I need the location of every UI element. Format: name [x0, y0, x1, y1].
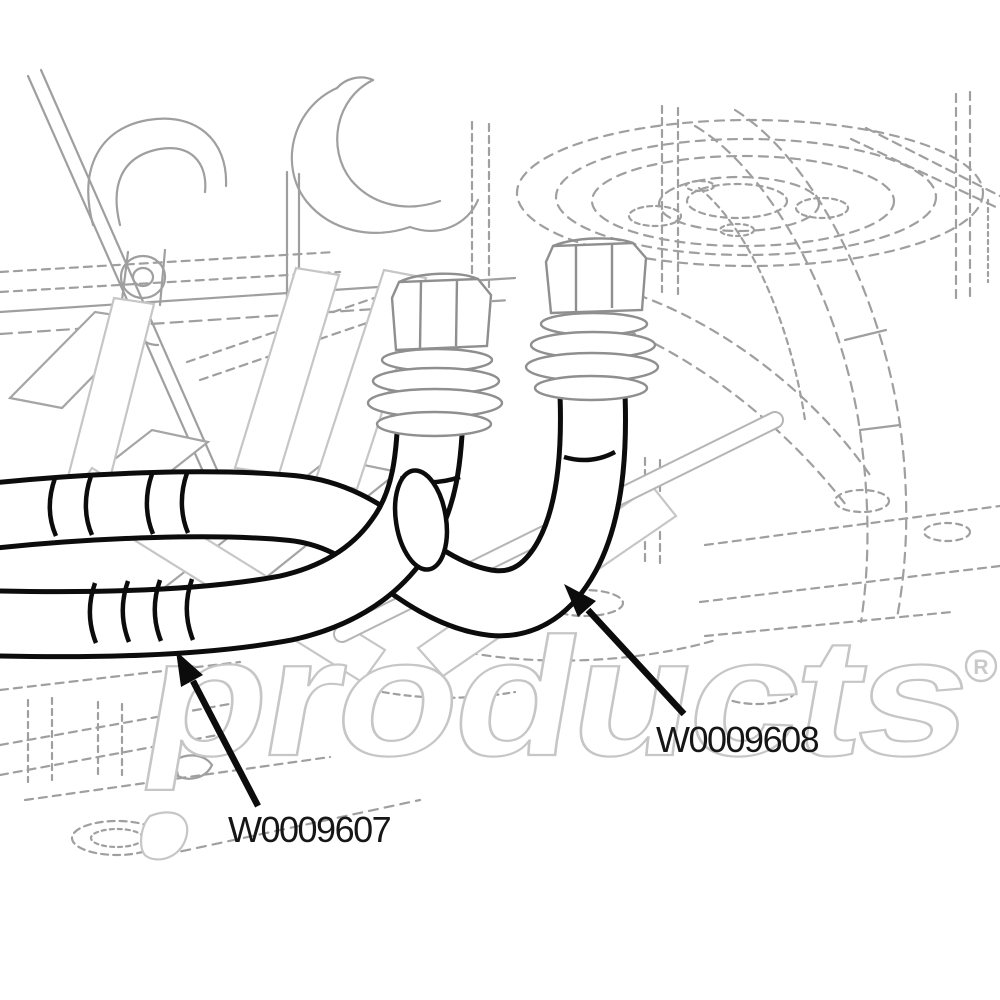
fittings [366, 237, 660, 438]
flange-lower-left [0, 660, 517, 860]
registered-trademark-letter: R [973, 656, 988, 679]
callout-arrow-w0009607 [176, 651, 261, 808]
part-label-w0009607: W0009607 [228, 809, 391, 850]
callout-arrow-w0009608 [564, 584, 687, 717]
fitting-left [366, 272, 504, 438]
callouts: W0009607 W0009608 [176, 584, 820, 850]
hose-w0009608-clamps [47, 449, 617, 537]
bell-housing [453, 90, 1000, 706]
arrowhead-w0009608 [564, 584, 596, 617]
part-label-w0009608: W0009608 [656, 719, 819, 760]
hose-w0009608 [0, 363, 629, 639]
hose-w0009607 [0, 395, 466, 660]
hoses [0, 363, 629, 660]
registered-trademark-icon: R [964, 649, 998, 683]
bracket-top-left [87, 117, 228, 347]
arrowhead-w0009607 [176, 651, 203, 687]
fitting-right [524, 237, 660, 402]
hose-w0009607-clamps [87, 468, 461, 644]
